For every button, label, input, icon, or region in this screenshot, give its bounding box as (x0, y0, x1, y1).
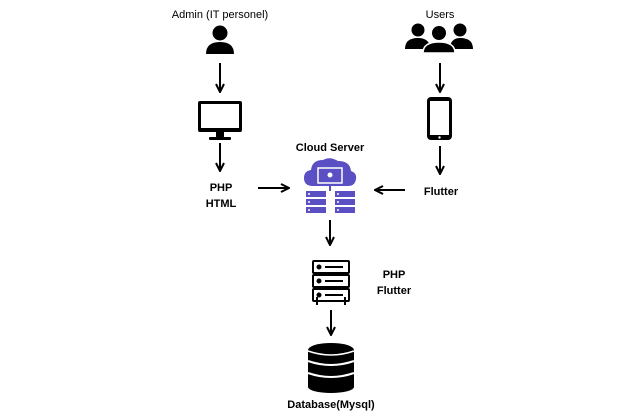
php-html-label-line2: HTML (205, 198, 237, 210)
admin-label: Admin (IT personel) (171, 9, 269, 21)
backend-label-line1: PHP (382, 269, 406, 281)
smartphone-icon (427, 97, 452, 140)
backend-label-line2: Flutter (376, 285, 412, 297)
admin-person-icon (206, 25, 234, 54)
php-html-label-line1: PHP (209, 182, 233, 194)
flutter-client-label: Flutter (423, 186, 459, 198)
cloud-server-icon (304, 158, 357, 213)
users-group-icon (405, 23, 473, 54)
users-label: Users (425, 9, 455, 21)
server-rack-icon (312, 260, 350, 305)
database-label: Database(Mysql) (287, 399, 375, 411)
database-icon (307, 343, 355, 393)
cloud-server-label: Cloud Server (295, 142, 365, 154)
monitor-icon (198, 101, 242, 140)
